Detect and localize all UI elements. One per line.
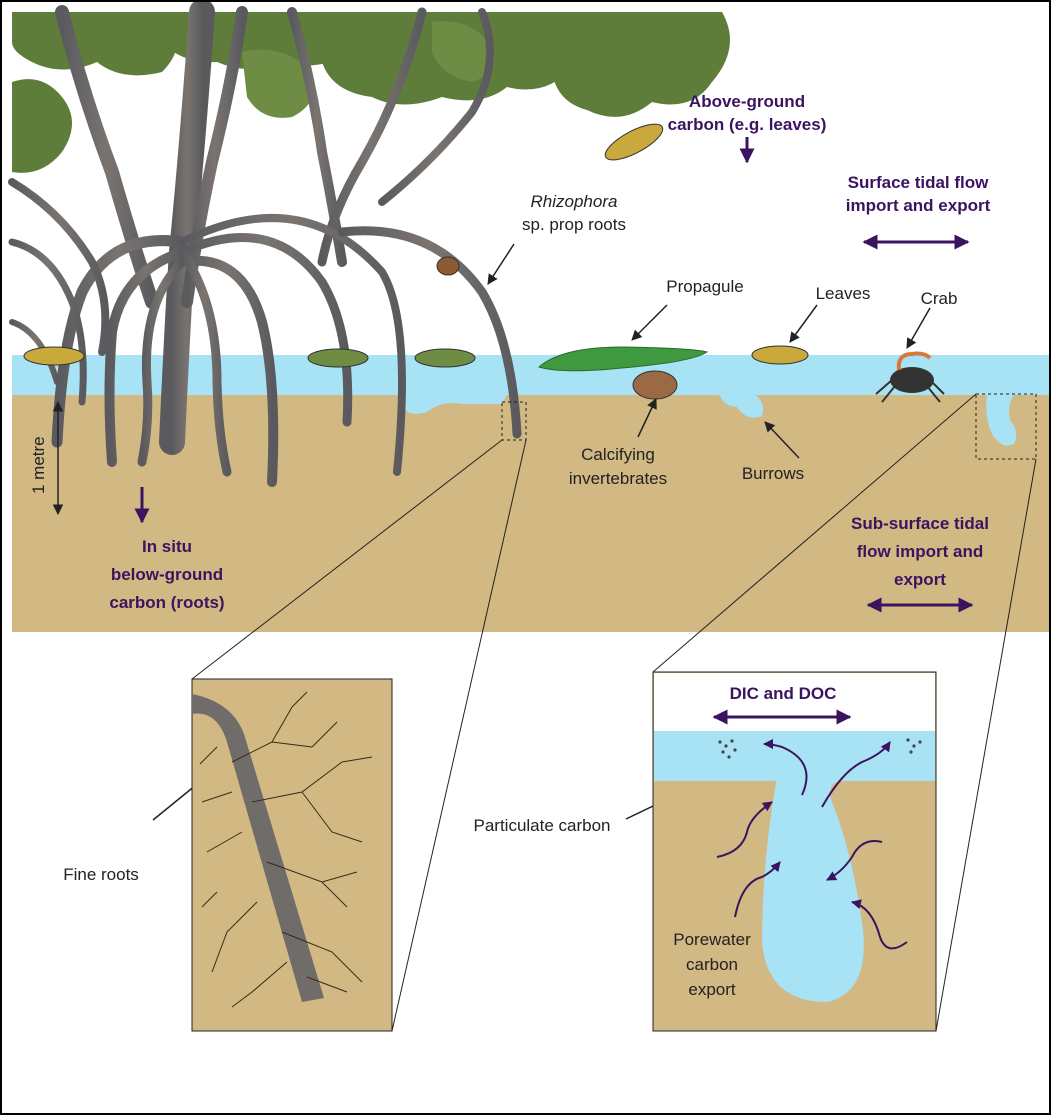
sub-surface-label-1: Sub-surface tidal bbox=[851, 514, 989, 533]
surface-tidal-label-2: import and export bbox=[846, 196, 991, 215]
calcifying-label-1: Calcifying bbox=[581, 445, 655, 464]
calcifying-label-2: invertebrates bbox=[569, 469, 667, 488]
sub-surface-label-3: export bbox=[894, 570, 946, 589]
falling-leaf bbox=[601, 117, 668, 166]
one-metre-label: 1 metre bbox=[29, 436, 48, 494]
particulate-label: Particulate carbon bbox=[473, 816, 610, 835]
porewater-label-3: export bbox=[688, 980, 736, 999]
sub-surface-label-2: flow import and bbox=[857, 542, 984, 561]
rhizophora-label-italic: Rhizophora bbox=[531, 192, 618, 211]
rhizophora-label-rest: sp. prop roots bbox=[522, 215, 626, 234]
crab-label: Crab bbox=[921, 289, 958, 308]
burrows-label: Burrows bbox=[742, 464, 804, 483]
in-situ-label-1: In situ bbox=[142, 537, 192, 556]
fine-roots-label: Fine roots bbox=[63, 865, 139, 884]
leaves-label: Leaves bbox=[816, 284, 871, 303]
above-ground-label-2: carbon (e.g. leaves) bbox=[668, 115, 827, 134]
porewater-label-2: carbon bbox=[686, 955, 738, 974]
above-ground-label-1: Above-ground bbox=[689, 92, 805, 111]
propagule-label: Propagule bbox=[666, 277, 744, 296]
burrow-inset bbox=[653, 672, 936, 1031]
porewater-label-1: Porewater bbox=[673, 930, 751, 949]
fine-roots-inset bbox=[192, 679, 392, 1031]
in-situ-label-3: carbon (roots) bbox=[109, 593, 224, 612]
snail-on-root bbox=[437, 257, 459, 275]
dic-doc-label: DIC and DOC bbox=[730, 684, 837, 703]
snail-shell bbox=[633, 371, 677, 399]
surface-tidal-label-1: Surface tidal flow bbox=[848, 173, 990, 192]
in-situ-label-2: below-ground bbox=[111, 565, 223, 584]
